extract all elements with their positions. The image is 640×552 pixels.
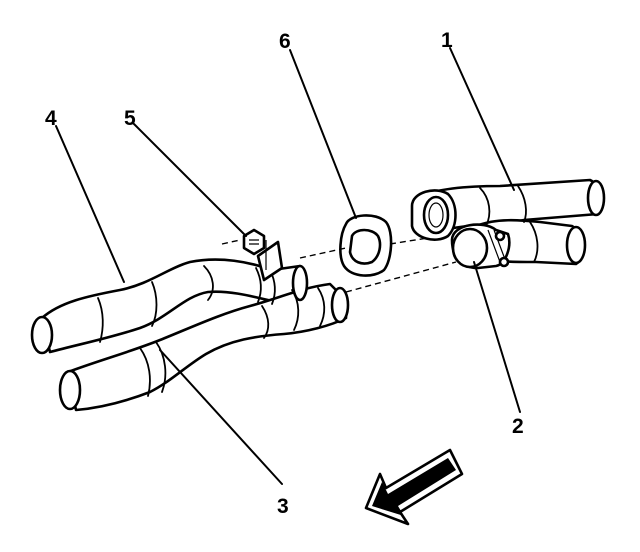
callout-3: 3 (277, 495, 289, 518)
exhaust-gasket (339, 214, 393, 277)
exhaust-nut (242, 228, 266, 256)
leader-line-5 (133, 123, 247, 237)
callout-5: 5 (124, 107, 136, 130)
leader-line-1 (449, 47, 515, 191)
pipe-hanger-bracket (256, 240, 284, 282)
callout-4: 4 (45, 107, 57, 130)
nut-alignment-line (221, 239, 241, 245)
exhaust-clamp (450, 223, 511, 270)
assembly-alignment-line-lower (345, 261, 457, 293)
front-direction-arrow-icon (364, 448, 464, 526)
callout-1: 1 (441, 29, 453, 52)
callout-2: 2 (512, 415, 524, 438)
front-exhaust-y-pipe (30, 258, 350, 412)
leader-line-6 (289, 49, 357, 219)
callout-6: 6 (279, 30, 291, 53)
leader-line-2 (473, 261, 521, 413)
leader-line-4 (55, 125, 125, 283)
leader-line-3 (159, 349, 283, 485)
